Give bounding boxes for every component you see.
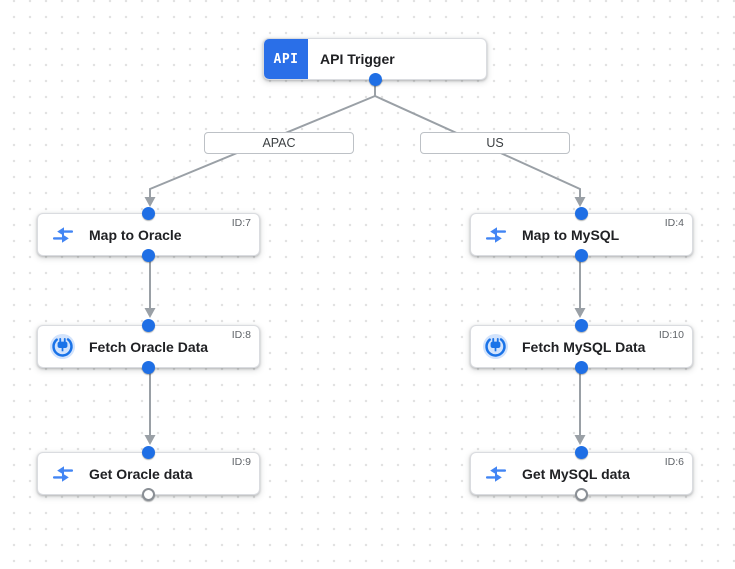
- edge-branch-apac: [149, 95, 376, 199]
- task-title: Map to Oracle: [89, 226, 182, 243]
- task-node-get-oracle-data[interactable]: ID:9 Get Oracle data: [37, 446, 260, 501]
- data-mapping-icon: [49, 464, 76, 484]
- port-out[interactable]: [368, 73, 382, 86]
- arrowhead-icon: [144, 197, 156, 207]
- arrowhead-icon: [144, 435, 156, 445]
- task-id-badge: ID:7: [231, 217, 251, 229]
- arrowhead-icon: [574, 308, 586, 318]
- task-node-fetch-mysql-data[interactable]: ID:10 Fetch MySQL Data: [470, 319, 693, 374]
- port-in[interactable]: [575, 207, 588, 220]
- port-out[interactable]: [142, 361, 155, 374]
- port-in[interactable]: [575, 446, 588, 459]
- task-title: Get Oracle data: [89, 465, 193, 482]
- port-end[interactable]: [575, 488, 588, 501]
- trigger-title: API Trigger: [320, 51, 395, 67]
- task-node-map-to-oracle[interactable]: ID:7 Map to Oracle: [37, 207, 260, 262]
- task-node-get-mysql-data[interactable]: ID:6 Get MySQL data: [470, 446, 693, 501]
- edge-label-text: APAC: [262, 136, 296, 150]
- task-id-badge: ID:8: [231, 329, 251, 341]
- arrowhead-icon: [144, 308, 156, 318]
- connector-plug-icon: [49, 333, 76, 360]
- edge-label-apac[interactable]: APAC: [204, 132, 354, 154]
- edge-label-text: US: [486, 136, 504, 150]
- port-in[interactable]: [142, 446, 155, 459]
- arrowhead-icon: [574, 435, 586, 445]
- data-mapping-icon: [482, 225, 509, 245]
- task-id-badge: ID:9: [231, 456, 251, 468]
- data-mapping-icon: [482, 464, 509, 484]
- edge-label-us[interactable]: US: [420, 132, 570, 154]
- task-title: Fetch Oracle Data: [89, 338, 209, 355]
- task-title: Get MySQL data: [522, 465, 630, 482]
- task-id-badge: ID:6: [664, 456, 684, 468]
- data-mapping-icon: [49, 225, 76, 245]
- port-in[interactable]: [575, 319, 588, 332]
- port-end[interactable]: [142, 488, 155, 501]
- edge-branch-us: [374, 95, 581, 199]
- task-id-badge: ID:10: [658, 329, 684, 341]
- task-title: Fetch MySQL Data: [522, 338, 646, 355]
- task-node-fetch-oracle-data[interactable]: ID:8 Fetch Oracle Data: [37, 319, 260, 374]
- task-id-badge: ID:4: [664, 217, 684, 229]
- task-title: Map to MySQL: [522, 226, 620, 243]
- connector-plug-icon: [482, 333, 509, 360]
- api-trigger-icon-label: API: [273, 51, 299, 67]
- port-out[interactable]: [142, 249, 155, 262]
- port-out[interactable]: [575, 361, 588, 374]
- task-node-map-to-mysql[interactable]: ID:4 Map to MySQL: [470, 207, 693, 262]
- trigger-node-api[interactable]: API API Trigger: [263, 38, 487, 86]
- port-in[interactable]: [142, 319, 155, 332]
- arrowhead-icon: [574, 197, 586, 207]
- port-out[interactable]: [575, 249, 588, 262]
- api-trigger-icon: API: [264, 39, 308, 79]
- port-in[interactable]: [142, 207, 155, 220]
